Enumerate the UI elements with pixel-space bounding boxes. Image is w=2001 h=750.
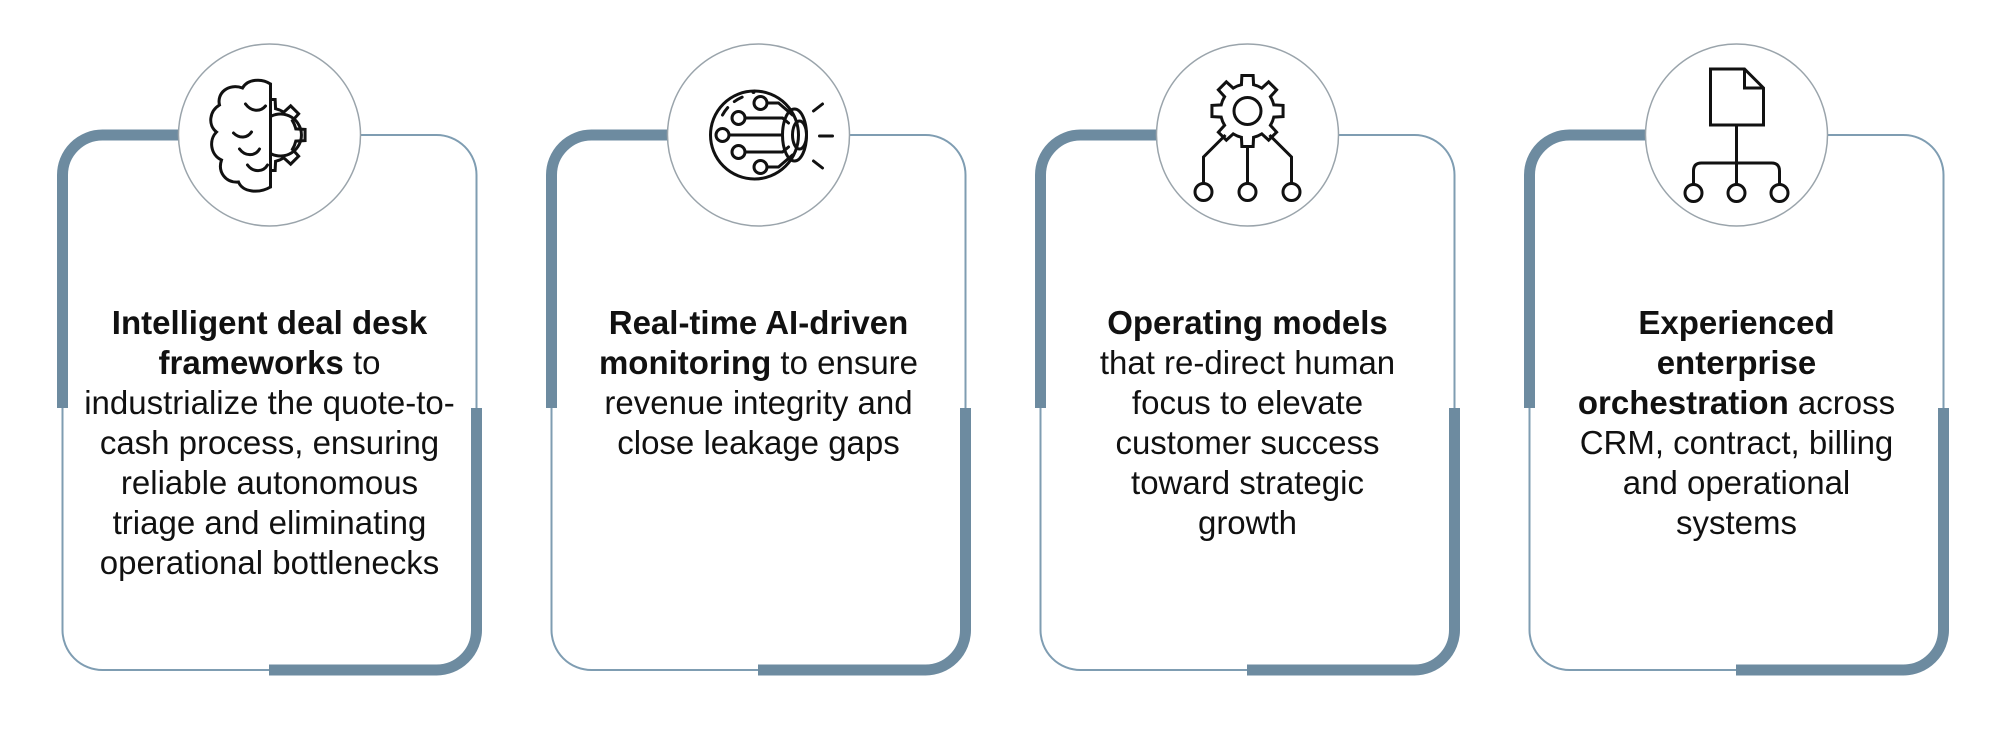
card-realtime-monitoring: Real-time AI-driven monitoring to ensure…: [545, 33, 972, 713]
card-rest-text: that re-direct human focus to elevate cu…: [1099, 344, 1396, 541]
icon-badge: [1155, 43, 1340, 227]
card-rest-text: to ensure revenue integrity and close le…: [604, 344, 919, 461]
card-accent-bottomright: [758, 408, 971, 676]
card-frame: [1524, 43, 1949, 676]
card-enterprise-orchestration: Experienced enterprise orchestration acr…: [1523, 33, 1950, 713]
document-orchestration-icon: [1683, 67, 1790, 203]
ai-eye-monitoring-icon: [709, 89, 834, 181]
card-accent-bottomright: [269, 408, 482, 676]
brain-gear-icon: [209, 78, 307, 193]
card-accent-bottomright: [1736, 408, 1949, 676]
card-frame: [1035, 43, 1460, 676]
card-lead-phrase: Experienced enterprise orchestration: [1577, 304, 1835, 421]
card-operating-models: Operating models that re-direct human fo…: [1034, 33, 1461, 713]
card-text: Intelligent deal desk frameworks to indu…: [84, 303, 455, 583]
gear-network-icon: [1193, 73, 1302, 202]
card-rest-text: across CRM, contract, billing and operat…: [1579, 384, 1896, 541]
card-accent-topleft: [57, 129, 179, 408]
card-lead-phrase: Real-time AI-driven monitoring: [598, 304, 909, 381]
card-rest-text: to industrialize the quote-to-cash proce…: [84, 344, 455, 581]
card-text: Real-time AI-driven monitoring to ensure…: [573, 303, 944, 463]
card-text: Experienced enterprise orchestration acr…: [1567, 303, 1907, 543]
card-accent-topleft: [1035, 129, 1157, 408]
card-accent-topleft: [1524, 129, 1646, 408]
card-intelligent-deal-desk: Intelligent deal desk frameworks to indu…: [56, 33, 483, 713]
card-lead-phrase: Operating models: [1107, 304, 1388, 341]
card-frame: [57, 43, 482, 676]
card-frame: [546, 43, 971, 676]
card-text: Operating models that re-direct human fo…: [1083, 303, 1413, 543]
card-lead-phrase: Intelligent deal desk frameworks: [111, 304, 428, 381]
card-accent-topleft: [546, 129, 668, 408]
card-accent-bottomright: [1247, 408, 1460, 676]
